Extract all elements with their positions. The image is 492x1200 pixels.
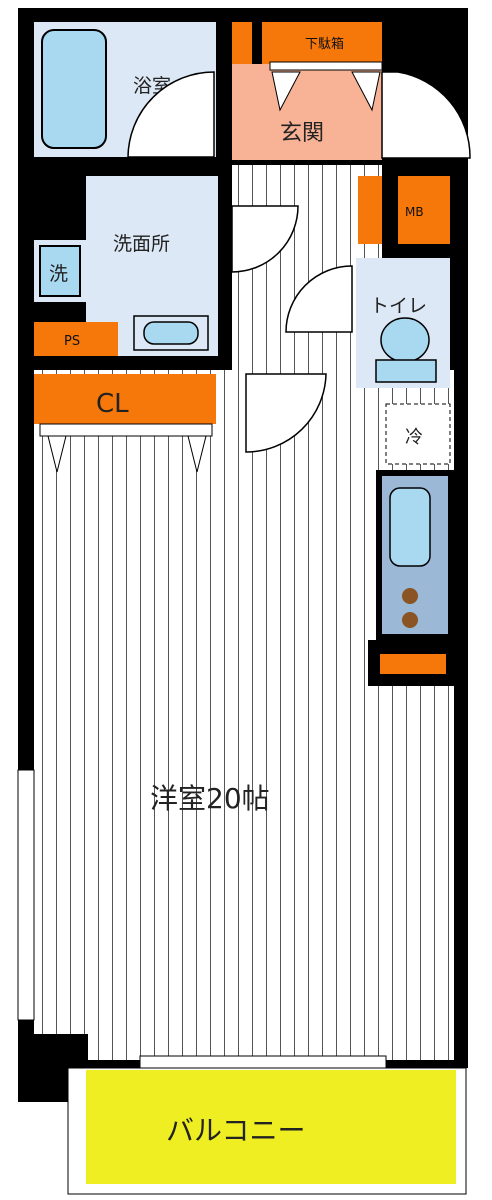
shoe-box-left — [232, 22, 252, 64]
living-room-door-swing — [245, 373, 327, 453]
entrance-opening — [269, 61, 383, 71]
toilet-label: トイレ — [370, 295, 427, 317]
entrance-label: 玄関 — [280, 121, 324, 146]
bathroom-door-swing — [127, 71, 215, 158]
closet — [34, 374, 216, 424]
closet-doors — [39, 423, 213, 437]
living-room-label: 洋室20帖 — [150, 782, 270, 815]
entrance-door-left-leaf — [271, 71, 301, 112]
hall-storage — [358, 176, 382, 244]
pipe-space-label: PS — [64, 334, 80, 349]
pipe-space — [34, 322, 118, 356]
washroom-door-swing — [231, 205, 299, 273]
shoe-box — [262, 22, 382, 64]
front-door-swing — [381, 71, 471, 159]
fridge-space — [385, 403, 451, 465]
entrance-door-right-leaf — [351, 71, 381, 112]
balcony-label: バルコニー — [166, 1114, 305, 1147]
stove-burner-1 — [402, 588, 418, 604]
washer-label: 洗 — [49, 263, 68, 285]
toilet-tank — [375, 359, 437, 383]
closet-label: CL — [96, 389, 129, 419]
kitchen-storage-panel — [380, 654, 446, 674]
meter-box-label: MB — [405, 205, 424, 219]
bathtub — [41, 29, 107, 149]
kitchen-sink — [389, 487, 431, 567]
shoe-box-label: 下駄箱 — [305, 36, 344, 52]
meter-box — [398, 176, 450, 244]
balcony-floor — [86, 1070, 456, 1184]
left-window — [17, 769, 35, 1021]
stove-burner-2 — [402, 612, 418, 628]
washbasin-bowl — [143, 321, 199, 345]
washroom-label: 洗面所 — [113, 233, 170, 255]
closet-door-leaf-left — [47, 435, 67, 473]
washer — [39, 245, 81, 297]
toilet-bowl — [380, 317, 430, 363]
toilet-door-swing — [285, 265, 353, 333]
fridge-label: 冷 — [405, 427, 423, 448]
closet-door-leaf-right — [187, 435, 207, 473]
